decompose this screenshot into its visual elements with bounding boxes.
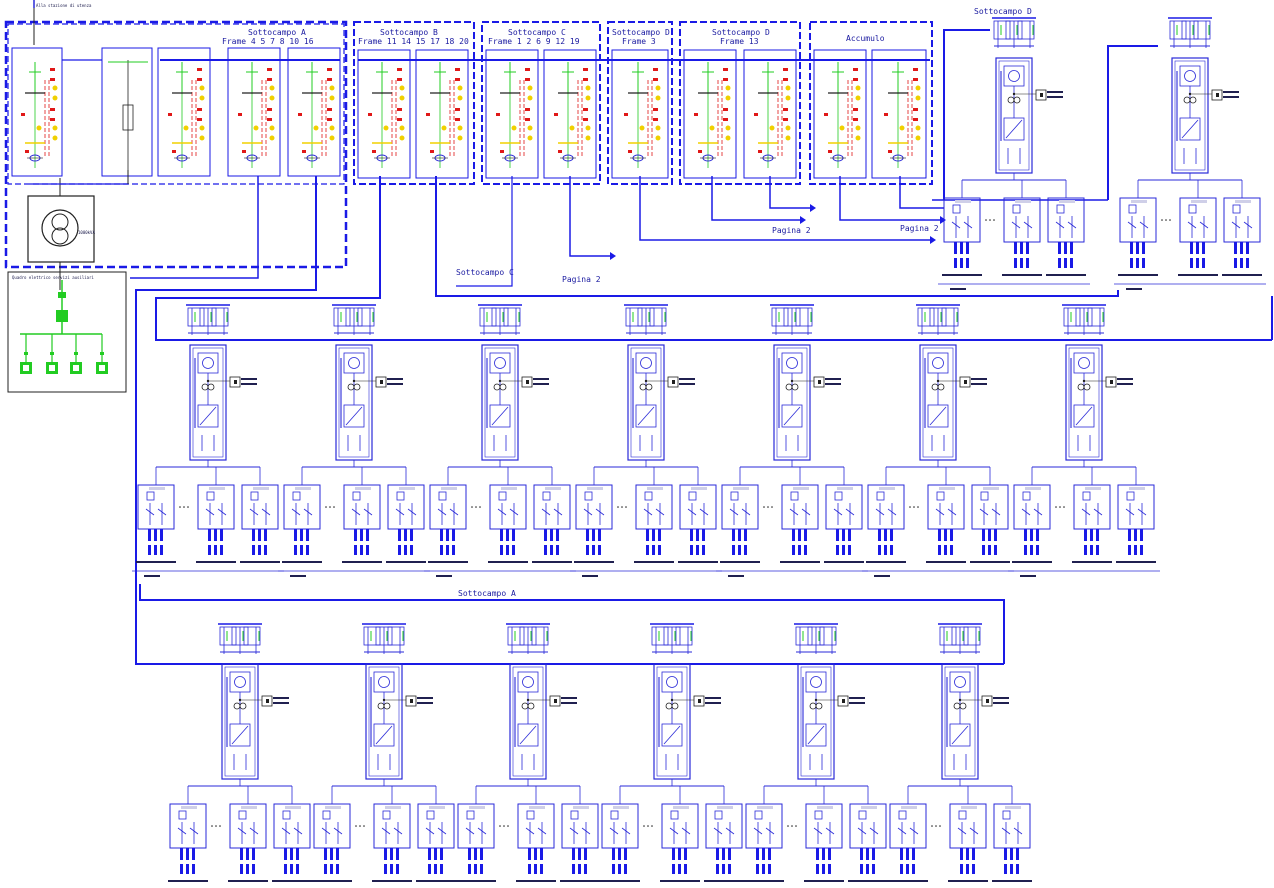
station-b-1 [132, 305, 284, 577]
subfield-b-title: Sottocampo B [380, 28, 438, 37]
switchgear-frame [4, 20, 348, 269]
subfield-a-frames: Frame 4 5 7 8 10 16 [222, 37, 314, 46]
subfield-d13-title: Sottocampo D [712, 28, 770, 37]
subfield-c-frame [481, 21, 601, 185]
flow-label-sottocampo-d: Sottocampo D [974, 7, 1032, 16]
switchgear-inner [7, 23, 345, 185]
storage-title: Accumulo [846, 34, 885, 43]
services-board [7, 271, 127, 393]
station-b-2 [278, 305, 430, 577]
subfield-a-title: Sottocampo A [248, 28, 306, 37]
station-b-7 [1008, 305, 1160, 577]
station-b-5 [716, 305, 868, 577]
station-d-2 [1114, 18, 1266, 290]
subfield-c-frames: Frame 1 2 6 9 12 19 [488, 37, 580, 46]
station-b-4 [570, 305, 722, 577]
subfield-d-frame13 [679, 21, 801, 185]
flow-label-sottocampo-c: Sottocampo C [456, 268, 514, 277]
flow-label-pagina-2c: Pagina 2 [900, 224, 939, 233]
subfield-b-frames: Frame 11 14 15 17 18 20 [358, 37, 469, 46]
flow-label-pagina-2a: Pagina 2 [562, 275, 601, 284]
load-3 [69, 347, 83, 375]
station-b-6 [862, 305, 1014, 577]
load-1 [19, 347, 33, 375]
transformer-box [27, 195, 95, 263]
subfield-b-frame [353, 21, 475, 185]
subfield-c-title: Sottocampo C [508, 28, 566, 37]
station-b-3 [424, 305, 576, 577]
subfield-d3-frames: Frame 3 [622, 37, 656, 46]
flow-label-pagina-2b: Pagina 2 [772, 226, 811, 235]
load-4 [95, 347, 109, 375]
flow-label-sottocampo-a: Sottocampo A [458, 589, 516, 598]
transformer-icon [41, 209, 79, 247]
subfield-d13-frames: Frame 13 [720, 37, 759, 46]
station-d-1 [938, 18, 1090, 290]
top-label: Alla stazione di utenza [36, 3, 92, 8]
subfield-d3-title: Sottocampo D [612, 28, 670, 37]
transformer-caption: 1000kVA [78, 230, 95, 235]
services-caption: Quadro elettrico servizi ausiliari [12, 275, 94, 280]
storage-frame [809, 21, 933, 185]
subfield-d-frame3 [607, 21, 673, 185]
load-2 [45, 347, 59, 375]
